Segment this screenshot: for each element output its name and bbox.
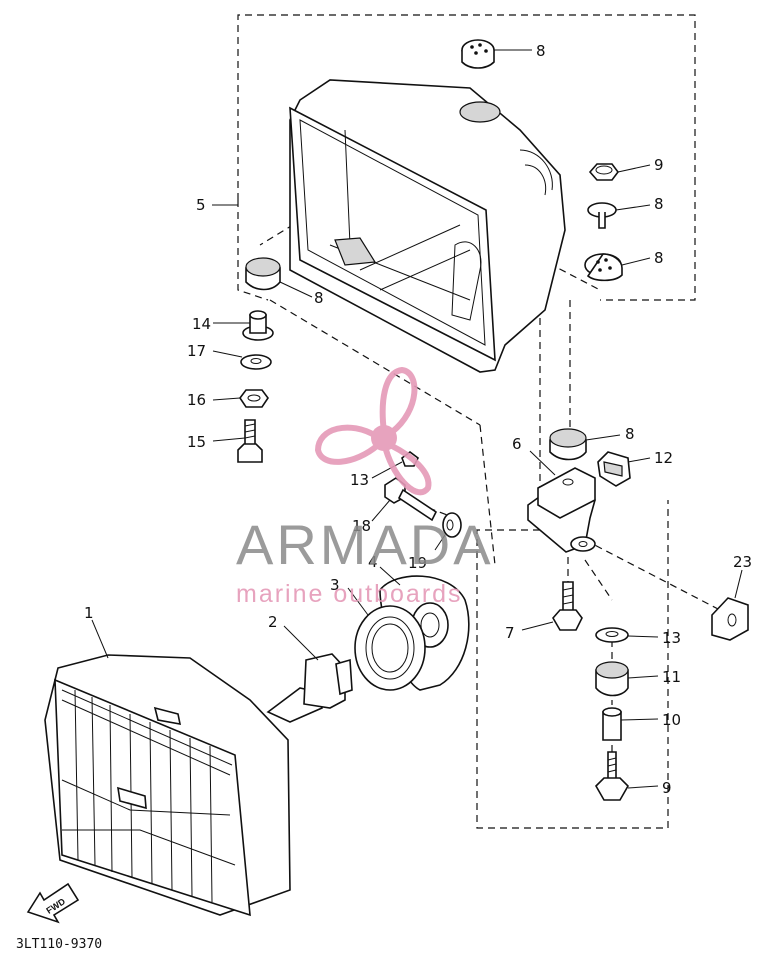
grommet-13: [595, 661, 629, 697]
grommet-right: [584, 253, 623, 282]
headlight-bracket: [527, 467, 596, 553]
callout-4: 4: [368, 553, 378, 571]
grommet-top: [461, 39, 495, 69]
drawing-code: 3LT110-9370: [16, 937, 102, 952]
watermark-brand: ARMADA: [236, 513, 494, 576]
callout-20: 17: [187, 342, 206, 360]
callout-9: 8: [654, 195, 664, 213]
washer-20: [240, 354, 272, 370]
callout-8: 8: [654, 249, 664, 267]
front-direction-arrow: FWD: [26, 882, 80, 924]
callout-7: 7: [505, 624, 515, 642]
bolt-21: [384, 477, 438, 522]
armada-watermark: ARMADA marine outboards: [236, 366, 494, 608]
bolt-18: [237, 419, 263, 463]
callout-8: 8: [314, 289, 324, 307]
callout-19: 16: [187, 391, 206, 409]
washer-with-stud: [587, 202, 617, 229]
callout-8: 8: [536, 42, 546, 60]
callout-17: 14: [192, 315, 211, 333]
headlight-housing: [289, 79, 566, 373]
callout-22: 19: [408, 554, 427, 572]
callout-12: 10: [662, 711, 681, 729]
light-rim: [354, 605, 426, 691]
leader-lines: [91, 49, 743, 789]
callout-1: 1: [84, 604, 94, 622]
nut: [588, 163, 619, 181]
nut-19: [239, 389, 269, 408]
collar-22: [442, 512, 462, 538]
bolt-7: [552, 581, 583, 631]
callout-11: 9: [662, 779, 672, 797]
washer-15: [595, 627, 629, 643]
callout-5: 5: [196, 196, 206, 214]
headlight-unit: [44, 654, 291, 917]
bolt-11: [595, 751, 629, 801]
callout-18: 15: [187, 433, 206, 451]
callout-14: 12: [654, 449, 673, 467]
collar-12: [602, 707, 622, 741]
callout-2: 2: [268, 613, 278, 631]
callout-21: 18: [352, 517, 371, 535]
callout-3: 3: [330, 576, 340, 594]
clip-nut-14: [597, 451, 631, 487]
grommet-left: [245, 257, 281, 291]
callout-6: 6: [512, 435, 522, 453]
dashed-outline-bracket-group: [476, 500, 669, 829]
grommet-bracket: [549, 428, 587, 461]
callout-13: 11: [662, 668, 681, 686]
callout-23: 23: [733, 553, 752, 571]
callout-15: 13: [662, 629, 681, 647]
collar-17: [242, 310, 274, 341]
callout-16: 13: [350, 471, 369, 489]
bracket-23: [711, 597, 749, 641]
callout-8: 8: [625, 425, 635, 443]
callout-10: 9: [654, 156, 664, 174]
callout-labels: 8 9 8 8 5 8 14 17 16 15 8 6 12 13 18 19 …: [84, 42, 752, 797]
propeller-logo: [314, 366, 432, 496]
watermark-tagline: marine outboards: [236, 580, 463, 608]
headlight-bulb: [266, 653, 353, 723]
